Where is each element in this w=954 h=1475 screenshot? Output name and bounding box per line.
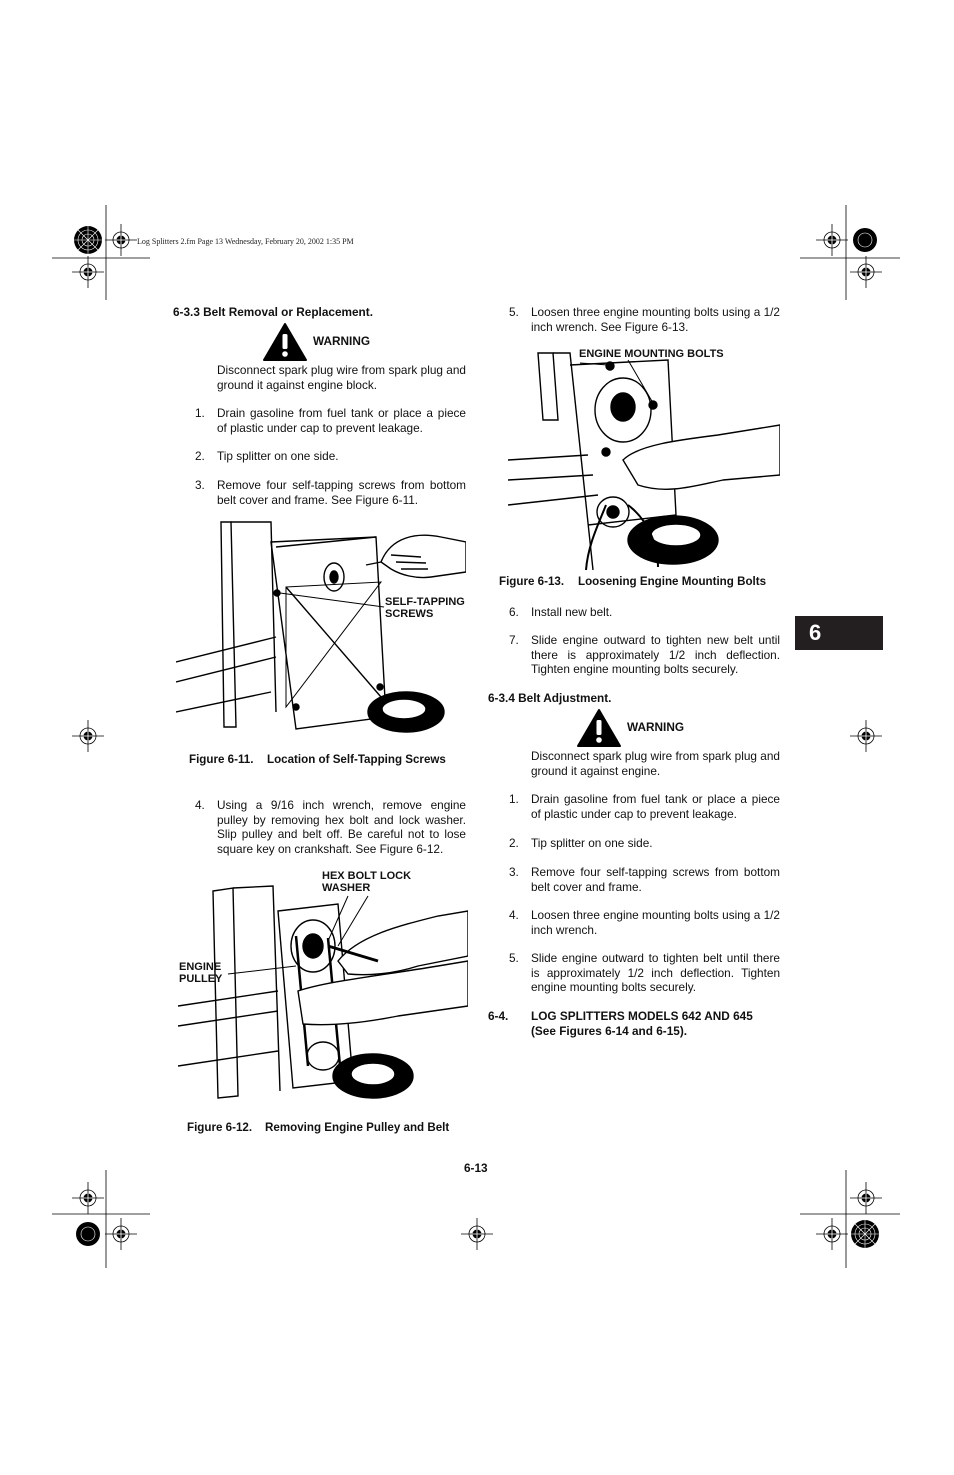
fig11-caption: Location of Self-Tapping Screws (267, 753, 446, 766)
step-number: 2. (195, 449, 205, 463)
fig12-caption: Removing Engine Pulley and Belt (265, 1121, 450, 1134)
warning-icon (577, 709, 621, 747)
step-text: Drain gasoline from fuel tank or place a… (217, 406, 466, 435)
chapter-tab: 6 (795, 616, 883, 650)
step-text: Drain gasoline from fuel tank or place a… (531, 792, 780, 821)
figure-6-12-illustration (178, 885, 468, 1099)
fig11-callout-label: SELF-TAPPING SCREWS (385, 596, 465, 620)
warning-icon (263, 323, 307, 361)
fig12-callout-top: HEX BOLT LOCK WASHER (322, 870, 412, 894)
step-number: 3. (509, 865, 519, 879)
section-title-belt-adjustment: 6-3.4 Belt Adjustment. (488, 691, 612, 705)
step-number: 6. (509, 605, 519, 619)
step-number: 1. (509, 792, 519, 806)
section-title-models: LOG SPLITTERS MODELS 642 AND 645 (531, 1009, 753, 1023)
step-text: Tip splitter on one side. (531, 836, 653, 850)
warning-label: WARNING (627, 720, 685, 734)
step-text: Tip splitter on one side. (217, 449, 339, 463)
fig12-callout-side: ENGINE PULLEY (179, 961, 223, 985)
step-number: 3. (195, 478, 205, 492)
step-number: 4. (195, 798, 205, 812)
fig13-caption: Loosening Engine Mounting Bolts (578, 575, 767, 588)
section-number-6-4: 6-4. (488, 1009, 509, 1023)
fig13-callout-label: ENGINE MOUNTING BOLTS (579, 348, 724, 360)
page-number: 6-13 (464, 1161, 488, 1175)
step-number: 5. (509, 305, 519, 319)
step-number: 4. (509, 908, 519, 922)
fig11-caption-number: Figure 6-11. (189, 753, 254, 766)
step-text: Loosen three engine mounting bolts using… (531, 305, 780, 334)
step-number: 1. (195, 406, 205, 420)
step-number: 5. (509, 951, 519, 965)
step-number: 2. (509, 836, 519, 850)
figure-6-11-illustration (176, 521, 466, 733)
step-text: Remove four self-tapping screws from bot… (217, 478, 466, 507)
step-text: Loosen three engine mounting bolts using… (531, 908, 780, 937)
figure-6-13-illustration (508, 352, 780, 570)
step-text: Slide engine outward to tighten new belt… (531, 633, 780, 677)
step-text: Using a 9/16 inch wrench, remove engine … (217, 798, 466, 856)
warning-text: Disconnect spark plug wire from spark pl… (217, 363, 466, 392)
step-text: Install new belt. (531, 605, 613, 619)
step-number: 7. (509, 633, 519, 647)
warning-label: WARNING (313, 334, 371, 348)
section-title-belt-removal: 6-3.3 Belt Removal or Replacement. (173, 305, 373, 319)
fig12-caption-number: Figure 6-12. (187, 1121, 253, 1134)
print-header: Log Splitters 2.fm Page 13 Wednesday, Fe… (137, 237, 354, 246)
step-text: Remove four self-tapping screws from bot… (531, 865, 780, 894)
step-text: Slide engine outward to tighten belt unt… (531, 951, 780, 995)
fig13-caption-number: Figure 6-13. (499, 575, 565, 588)
warning-text: Disconnect spark plug wire from spark pl… (531, 749, 780, 778)
section-subtitle-models: (See Figures 6-14 and 6-15). (531, 1024, 688, 1038)
